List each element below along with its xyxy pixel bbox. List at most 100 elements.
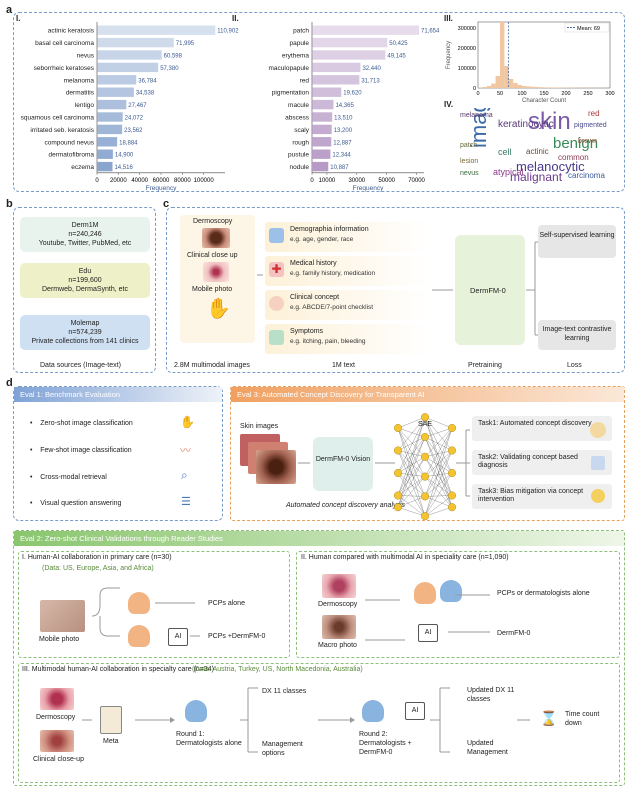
s3-closeup: Clinical close-up bbox=[33, 756, 84, 763]
nn-node bbox=[393, 424, 402, 433]
sae-label: SAE bbox=[418, 421, 433, 428]
bar bbox=[312, 75, 360, 85]
panel-b-frame bbox=[13, 207, 156, 373]
s3-round2: Round 2: Dermatologists + DermFM-0 bbox=[359, 731, 412, 756]
nn-edge bbox=[424, 417, 453, 451]
word-cloud-word: cell bbox=[498, 147, 512, 157]
nn-edge bbox=[397, 472, 426, 497]
hist-bar bbox=[513, 83, 518, 88]
s1-data: (Data: US, Europe, Asia, and Africa) bbox=[42, 565, 154, 572]
category-label: maculopapule bbox=[269, 65, 310, 72]
nn-edge bbox=[397, 476, 426, 508]
nn-edge bbox=[424, 427, 453, 497]
source-desc: Youtube, Twitter, PubMed, etc bbox=[38, 240, 132, 247]
category-label: lentigo bbox=[75, 102, 95, 109]
s2-dermoscopy: Dermoscopy bbox=[318, 601, 358, 608]
sublabel-i: I. bbox=[16, 14, 21, 23]
source-count: n=199,600 bbox=[68, 277, 102, 284]
x-tick-label: 150 bbox=[539, 91, 548, 97]
clipboard-icon bbox=[269, 228, 284, 243]
legend-label: Mean: 69 bbox=[577, 26, 600, 32]
value-label: 13,510 bbox=[334, 116, 353, 122]
nn-edge bbox=[424, 436, 453, 451]
discovery-icon bbox=[590, 422, 606, 438]
eval2-frame bbox=[13, 530, 625, 786]
x-tick-label: 30000 bbox=[348, 178, 365, 184]
source-count: n=240,246 bbox=[68, 231, 102, 238]
word-cloud-word: actinic bbox=[526, 147, 549, 156]
x-tick-label: 60000 bbox=[153, 178, 170, 184]
value-label: 50,425 bbox=[389, 41, 408, 47]
eval1-item-label: Zero-shot image classification bbox=[40, 420, 133, 427]
dermoscopy-image bbox=[202, 228, 230, 248]
word-cloud-word: carcinoma bbox=[568, 171, 605, 180]
loss-self-supervised: Self-supervised learning bbox=[538, 225, 616, 258]
eval1-item: • Cross-modal retrieval bbox=[30, 474, 107, 481]
loss-caption: Loss bbox=[567, 362, 582, 369]
x-tick-label: 200 bbox=[561, 91, 570, 97]
value-label: 36,784 bbox=[138, 78, 157, 84]
text-item-title: Medical history bbox=[290, 260, 337, 267]
nn-edge bbox=[424, 436, 453, 496]
bar bbox=[312, 149, 331, 159]
pretraining-caption: Pretraining bbox=[468, 362, 502, 369]
x-tick-label: 20000 bbox=[110, 178, 127, 184]
bar bbox=[97, 149, 113, 159]
value-label: 31,713 bbox=[361, 78, 380, 84]
category-label: patch bbox=[293, 28, 309, 35]
nn-edge bbox=[397, 456, 426, 496]
hist-bar bbox=[508, 79, 514, 88]
text-item-history: ✚ Medical history e.g. family history, m… bbox=[265, 256, 430, 286]
bar bbox=[312, 124, 332, 135]
nn-edge bbox=[424, 450, 453, 477]
category-label: rough bbox=[292, 139, 309, 146]
bar bbox=[312, 112, 333, 122]
bar bbox=[97, 87, 134, 97]
task1: Task1: Automated concept discovery bbox=[472, 416, 612, 441]
skin-images-label: Skin images bbox=[240, 423, 279, 430]
text-item-title: Clinical concept bbox=[290, 294, 340, 301]
hist-bar bbox=[517, 85, 522, 88]
value-label: 10,887 bbox=[330, 165, 349, 171]
value-label: 27,467 bbox=[128, 103, 147, 109]
word-cloud-word: malignant bbox=[510, 170, 563, 184]
category-label: nevus bbox=[77, 53, 95, 60]
s3-dermoscopy: Dermoscopy bbox=[36, 714, 76, 721]
value-label: 14,365 bbox=[335, 103, 354, 109]
pcp-person-icon bbox=[128, 592, 150, 614]
nn-edge bbox=[424, 436, 453, 474]
s1-alone: PCPs alone bbox=[208, 600, 245, 607]
s3-round1: Round 1: Dermatologists alone bbox=[176, 731, 242, 747]
eval2-s1-frame bbox=[18, 551, 290, 658]
s3-meta: Meta bbox=[103, 738, 119, 745]
category-label: pigmentation bbox=[272, 90, 310, 97]
bar bbox=[97, 25, 216, 35]
nn-edge bbox=[424, 476, 453, 496]
source-desc: Dermweb, DermaSynth, etc bbox=[42, 286, 128, 293]
loss-contrastive: Image-text contrastive learning bbox=[538, 320, 616, 350]
source-desc: Private collections from 141 clinics bbox=[31, 338, 139, 345]
hist-bar bbox=[491, 83, 496, 88]
nn-edge bbox=[424, 472, 453, 477]
value-label: 24,072 bbox=[125, 116, 144, 122]
x-tick-label: 300 bbox=[605, 91, 614, 97]
nn-edge bbox=[397, 417, 426, 474]
panel-label-d: d bbox=[6, 377, 13, 389]
category-label: abscess bbox=[285, 115, 310, 122]
pcp-person-icon bbox=[414, 582, 436, 604]
bar bbox=[97, 37, 174, 48]
word-cloud-word: pigmented bbox=[574, 122, 607, 129]
nn-node bbox=[420, 472, 429, 481]
category-label: macule bbox=[288, 102, 309, 109]
eval1-item: • Visual question answering bbox=[30, 500, 122, 507]
eval1-frame bbox=[13, 386, 223, 521]
source-derm1m: Derm1M n=240,246 Youtube, Twitter, PubMe… bbox=[20, 217, 150, 252]
nn-edge bbox=[397, 427, 426, 438]
hist-bar bbox=[482, 87, 487, 88]
images-caption: 2.8M multimodal images bbox=[174, 362, 250, 369]
bar bbox=[97, 75, 137, 85]
text-item-sub: e.g. itching, pain, bleeding bbox=[290, 338, 366, 345]
